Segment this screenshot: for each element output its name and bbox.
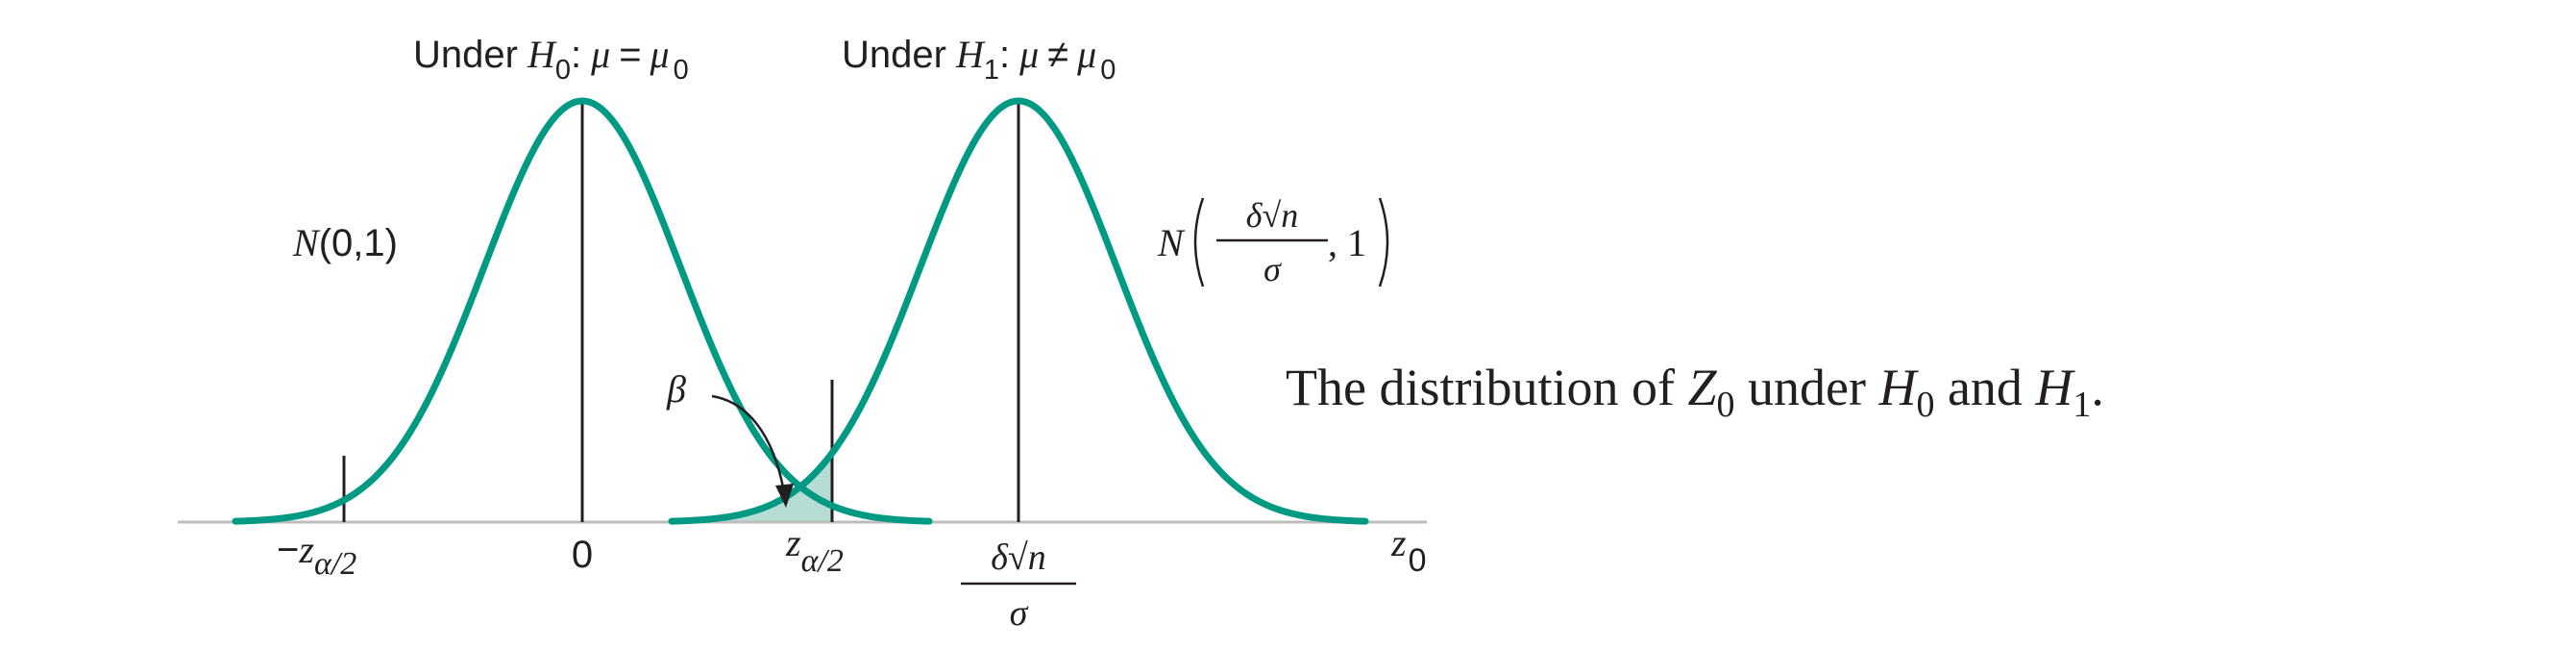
nshift-numerator: δ√n: [1246, 196, 1299, 235]
nshift-left-paren: [1193, 197, 1205, 287]
n01-label: N(0,1): [292, 221, 398, 264]
beta-arrowhead: [775, 484, 794, 508]
zero-tick-label: 0: [572, 534, 593, 576]
shift-tick-denominator: σ: [1010, 593, 1029, 634]
axis-name-label: z0: [1390, 521, 1427, 579]
neg-critical-value-label: −zα/2: [277, 528, 356, 582]
nshift-label: N δ√n σ , 1: [1157, 196, 1389, 288]
beta-arrow: [711, 394, 786, 493]
beta-region: [672, 454, 832, 522]
figure-caption: The distribution of Z0 under H0 and H1.: [1286, 359, 2104, 425]
nshift-N: N: [1157, 221, 1186, 264]
h0-normal-curve: [232, 97, 933, 525]
pos-critical-value-label: zα/2: [785, 521, 844, 579]
nshift-denominator: σ: [1263, 250, 1282, 288]
nshift-tail: , 1: [1328, 221, 1366, 264]
shift-tick-numerator: δ√n: [991, 537, 1046, 578]
shift-tick-label: δ√n σ: [961, 537, 1076, 634]
beta-label: β: [666, 367, 686, 411]
nshift-right-paren: [1378, 197, 1389, 287]
